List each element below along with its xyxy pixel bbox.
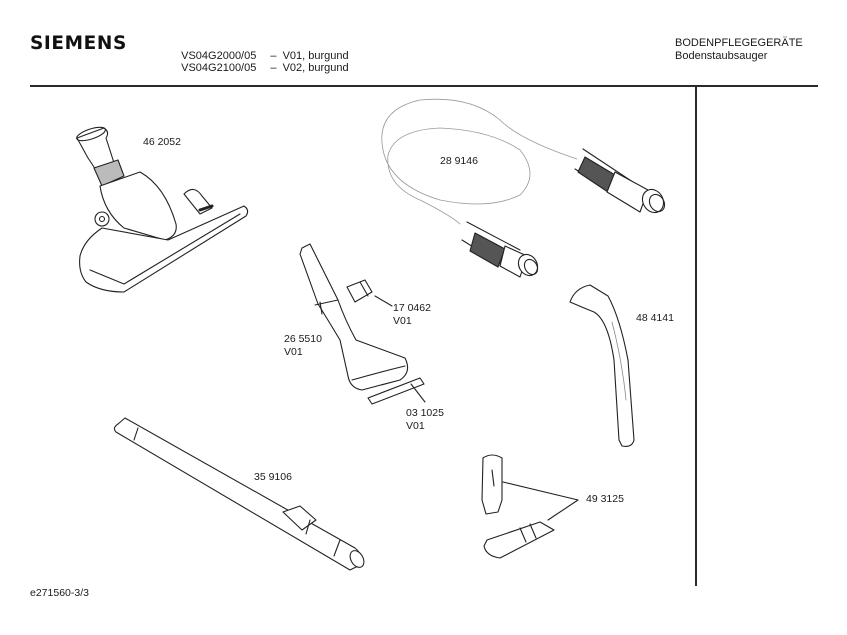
part-label-clip: 17 0462 V01	[393, 302, 431, 328]
telescopic-tube-drawing	[113, 417, 365, 571]
part-number: 03 1025	[406, 407, 444, 419]
part-version: V01	[406, 420, 425, 432]
suction-hose-drawing	[381, 98, 666, 278]
part-label-handle: 48 4141	[636, 312, 674, 324]
part-label-telescopic-tube: 35 9106	[254, 471, 292, 483]
model-variant: – V01, burgund	[270, 50, 349, 62]
model-number: VS04G2100/05	[181, 62, 257, 74]
part-label-suction-hose: 28 9146	[440, 155, 478, 167]
model-variant: – V02, burgund	[270, 62, 349, 74]
part-version: V01	[393, 315, 412, 327]
category-block: BODENPFLEGEGERÄTE Bodenstaubsauger	[675, 37, 803, 63]
part-number: 26 5510	[284, 333, 322, 345]
part-number: 17 0462	[393, 302, 431, 314]
brand-logo: SIEMENS	[30, 33, 127, 54]
part-label-crevice-nozzle: 26 5510 V01	[284, 333, 322, 359]
part-label-adapter: 49 3125	[586, 493, 624, 505]
category-subtitle: Bodenstaubsauger	[675, 50, 768, 62]
model-number: VS04G2000/05	[181, 50, 257, 62]
adapter-drawing	[481, 454, 579, 559]
column-divider	[695, 87, 697, 586]
crevice-nozzle-drawing	[299, 243, 426, 405]
model-line-2: VS04G2100/05 – V02, burgund	[175, 49, 349, 75]
part-version: V01	[284, 346, 303, 358]
category-title: BODENPFLEGEGERÄTE	[675, 37, 803, 49]
model-line-1: VS04G2000/05 – V01, burgund	[175, 37, 349, 63]
handle-drawing	[569, 284, 635, 447]
part-label-strip: 03 1025 V01	[406, 407, 444, 433]
part-label-floor-nozzle: 46 2052	[143, 136, 181, 148]
document-id: e271560-3/3	[30, 587, 89, 599]
floor-nozzle-drawing	[76, 126, 249, 293]
header-divider	[30, 85, 818, 87]
